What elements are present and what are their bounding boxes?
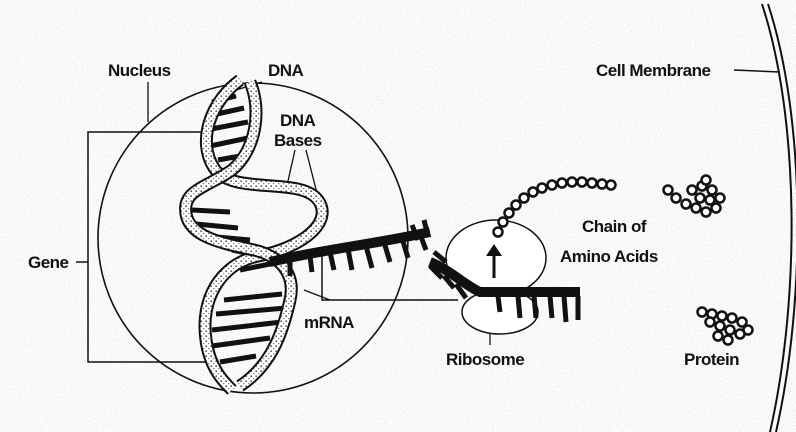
label-ribosome: Ribosome xyxy=(446,350,524,369)
label-cell-membrane: Cell Membrane xyxy=(596,61,710,80)
label-nucleus: Nucleus xyxy=(108,61,171,80)
label-protein: Protein xyxy=(684,350,739,369)
label-chain-line1: Chain of xyxy=(582,217,647,236)
label-dna-bases-line2: Bases xyxy=(274,131,322,150)
label-dna: DNA xyxy=(268,61,304,80)
label-dna-bases-line1: DNA xyxy=(280,111,316,130)
label-mrna: mRNA xyxy=(304,313,354,332)
label-chain-line2: Amino Acids xyxy=(560,247,658,266)
label-gene: Gene xyxy=(28,253,69,272)
